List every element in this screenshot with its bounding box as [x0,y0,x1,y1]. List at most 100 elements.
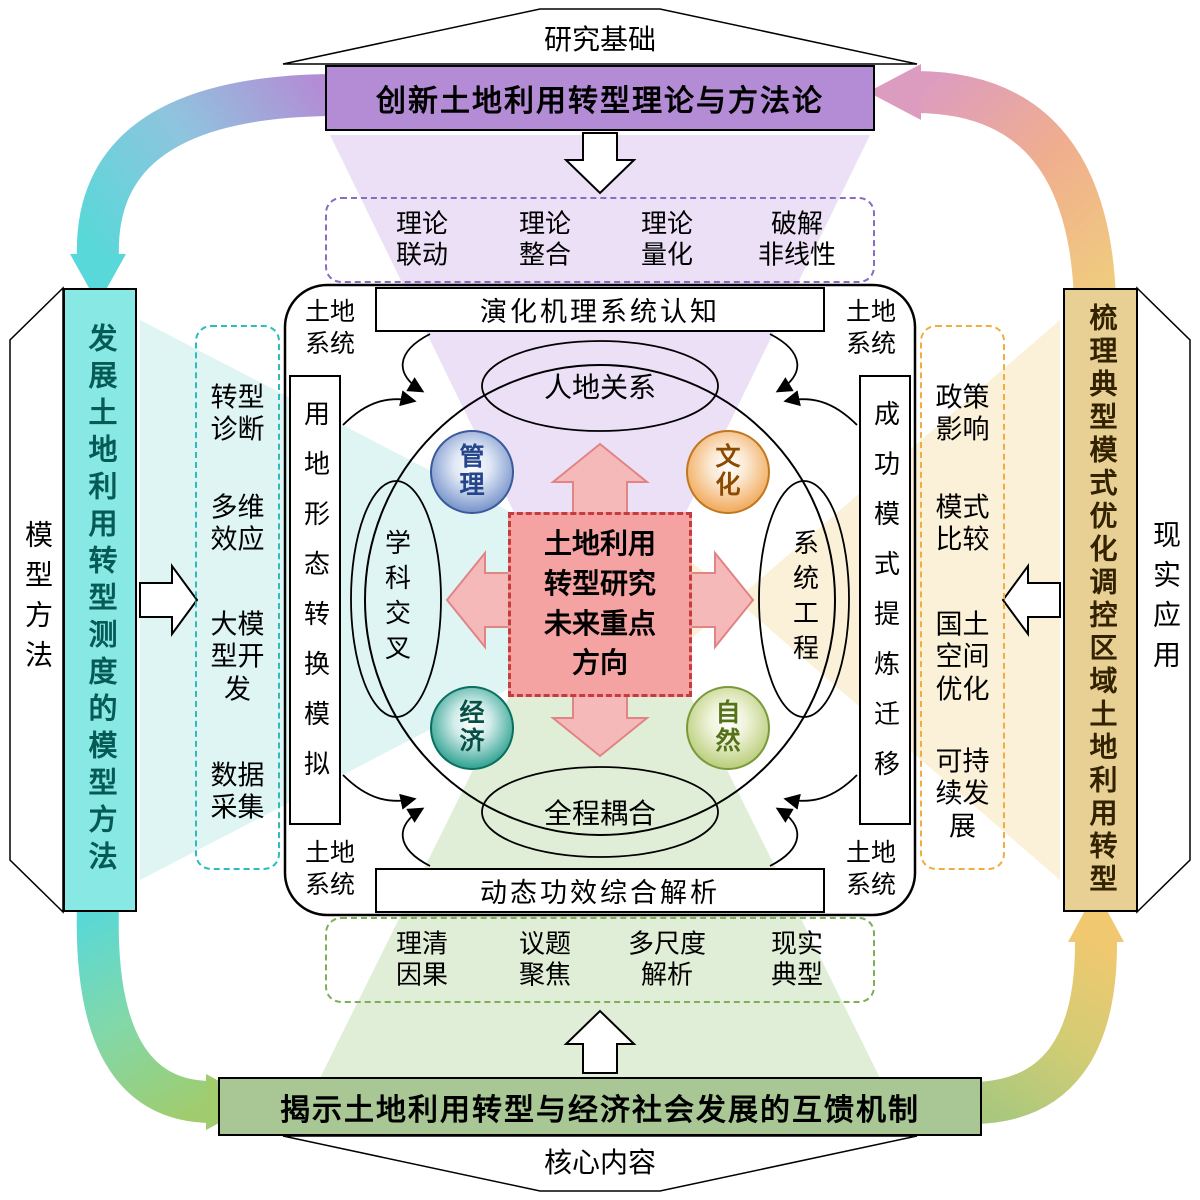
item-line: 理论 [518,209,572,239]
center-line: 未来重点 [543,608,656,640]
sphere-management: 管理 [430,430,514,514]
model-dashed-box: 转型诊断 多维效应 大模型开发 数据采集 [195,325,280,870]
item-line: 现实 [770,929,824,959]
connector-arrow-icon [342,390,417,426]
center-line: 转型研究 [543,568,656,600]
down-block-arrow-icon [563,132,637,195]
right-block-arrow-icon [139,562,199,638]
connector-arrow-icon [401,333,431,393]
item-line: 理清 [395,929,449,959]
dashed-item: 现实典型 [771,929,823,990]
label-text: 系统工程 [789,529,819,669]
ellipse-full-coupling [481,766,719,858]
content-dashed-box: 理清因果 议题聚焦 多尺度解析 现实典型 [325,917,875,1003]
center-line: 土地利用 [543,529,656,560]
sphere-nature-label: 自然 [715,700,741,755]
dashed-item: 理论整合 [519,209,571,270]
dashed-item: 理论量化 [641,209,693,270]
left-model-box-label: 发展土地利用转型测度的模型方法 [84,322,116,878]
connector-arrow-icon [342,774,417,810]
connector-arrow-icon [783,390,858,426]
connector-arrow-icon [769,807,799,867]
sphere-economy-label: 经济 [459,700,485,755]
connector-arrows [342,333,858,867]
bottom-mechanism-box: 揭示土地利用转型与经济社会发展的互馈机制 [218,1077,982,1136]
core-left-bar: 用地形态转换模拟 [289,375,341,825]
label-text: 模型方法 [21,520,52,680]
ellipse-label-human-land: 人地关系 [543,373,656,404]
right-application-box-label: 梳理典型模式优化调控区域土地利用转型 [1085,303,1117,897]
dashed-item: 数据采集 [210,760,265,823]
cycle-arrowhead-bottom-right-icon [1068,890,1124,942]
connector-arrow-icon [401,807,431,867]
item-line: 多尺度 [627,929,707,959]
core-top-bar: 演化机理系统认知 [375,287,825,332]
theory-dashed-box: 理论联动 理论整合 理论量化 破解非线性 [325,197,875,283]
dashed-item: 多尺度解析 [628,929,706,990]
connector-arrow-icon [769,333,799,393]
cycle-arrow-top-right [914,71,1116,301]
left-pennant-label: 模型方法 [16,500,56,700]
ellipse-system-engineering [758,480,850,718]
fan-left [140,320,545,880]
dashed-item: 国土空间优化 [935,609,990,705]
item-line: 典型 [770,960,824,989]
center-line: 方向 [571,648,628,680]
dashed-item: 议题聚焦 [519,929,571,990]
connector-arrow-icon [783,774,858,810]
sphere-management-label: 管理 [459,444,485,499]
cycle-arrowhead-top-right-icon [868,64,921,120]
corner-label-land-system-tl: 土地系统 [304,299,355,358]
cycle-arrow-bottom-right [973,937,1118,1124]
dashed-item: 转型诊断 [210,382,265,445]
sphere-culture: 文化 [686,430,770,514]
cycle-arrow-top-left [76,74,331,259]
dashed-item: 理论联动 [396,209,448,270]
item-line: 非线性 [757,240,837,269]
up-block-arrow-icon [563,1009,637,1074]
right-application-box: 梳理典型模式优化调控区域土地利用转型 [1063,288,1138,912]
ellipse-label-system-engineering: 系统工程 [784,519,824,679]
dashed-item: 可持续发展 [935,746,990,842]
top-pennant-shape [282,8,918,65]
dashed-item: 政策影响 [935,382,990,445]
item-line: 因果 [395,960,449,989]
right-pennant-label: 现实应用 [1144,500,1184,700]
ellipse-label-interdisciplinary: 学科交叉 [376,519,416,679]
bottom-pennant-shape [282,1135,918,1192]
item-line: 破解 [770,209,824,239]
top-pennant-label: 研究基础 [543,25,656,56]
sphere-nature: 自然 [686,686,770,770]
dashed-item: 多维效应 [210,492,265,555]
block-arrows [139,132,1061,1074]
application-dashed-box: 政策影响 模式比较 国土空间优化 可持续发展 [920,325,1005,870]
sphere-economy: 经济 [430,686,514,770]
center-focus-box: 土地利用 转型研究 未来重点 方向 [508,512,692,697]
core-rounded-frame [283,283,917,917]
item-line: 整合 [518,240,572,269]
core-left-bar-label: 用地形态转换模拟 [300,400,330,800]
fan-bottom [320,655,880,1078]
item-line: 理论 [640,209,694,239]
bottom-pennant-label: 核心内容 [543,1148,656,1179]
top-theory-box: 创新土地利用转型理论与方法论 [325,65,875,131]
fan-top [330,135,870,545]
item-line: 理论 [395,209,449,239]
corner-label-land-system-bl: 土地系统 [304,840,355,899]
dashed-item: 破解非线性 [758,209,836,270]
ellipse-interdisciplinary [350,480,442,718]
dashed-item: 模式比较 [935,492,990,555]
dashed-item: 大模型开发 [210,609,265,705]
fan-right [655,320,1060,880]
item-line: 解析 [640,960,694,989]
label-text: 现实应用 [1149,520,1180,680]
cycle-arrowhead-top-left-icon [70,254,126,304]
sphere-culture-label: 文化 [715,444,741,499]
ellipse-label-full-coupling: 全程耦合 [543,799,656,830]
core-right-bar: 成功模式提炼迁移 [859,375,911,825]
cycle-arrow-bottom-left [76,904,213,1123]
item-line: 聚焦 [518,960,572,989]
item-line: 议题 [518,929,572,959]
item-line: 联动 [395,240,449,269]
